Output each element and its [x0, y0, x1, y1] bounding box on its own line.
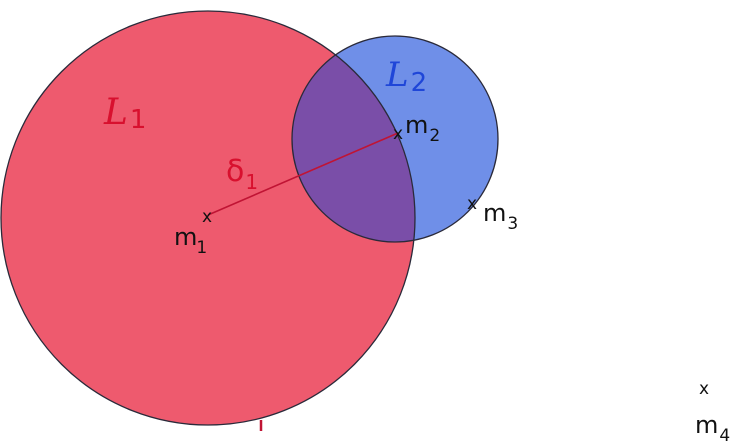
region-l1-label: L1 [103, 92, 146, 135]
m4-label: m4 [695, 411, 730, 446]
m1-marker: x [202, 207, 212, 227]
m4-marker: x [699, 379, 709, 399]
distance-line-delta1 [207, 132, 399, 216]
overlap-region [292, 36, 415, 242]
m3-label: m3 [483, 199, 518, 234]
region-l1-outline [0, 10, 416, 426]
m1-label: m1 [174, 223, 207, 258]
delta1-label: δ1 [226, 154, 258, 194]
region-l2-label: L2 [385, 55, 427, 98]
region-l2-outline [291, 35, 499, 243]
m2-marker: x [393, 124, 403, 144]
m3-marker: x [467, 194, 477, 214]
m2-label: m2 [405, 111, 440, 146]
